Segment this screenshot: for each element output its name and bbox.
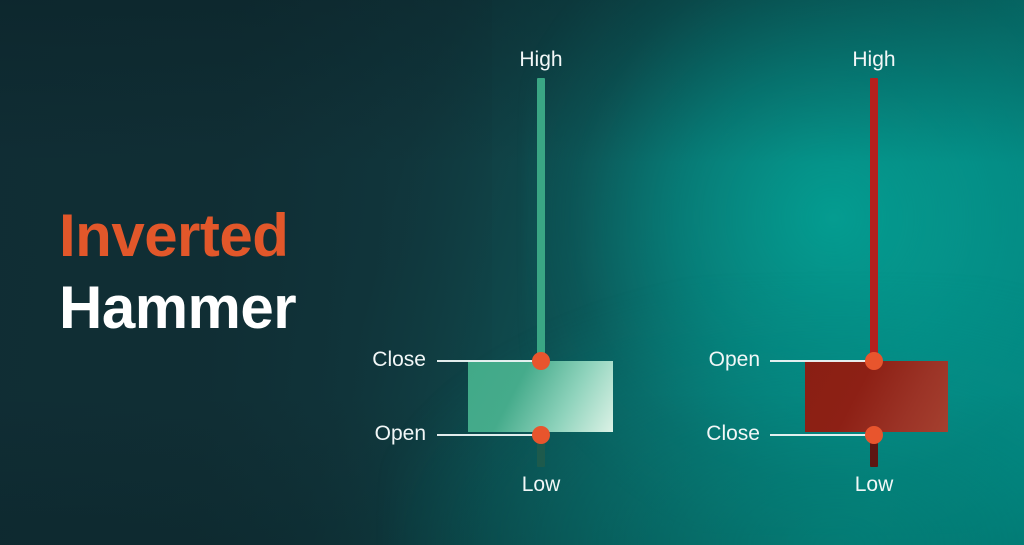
title-line-inverted: Inverted [59, 202, 289, 269]
bearish-upper-wick [870, 78, 878, 363]
bullish-close-label: Close [372, 348, 426, 371]
bearish-close-label: Close [706, 422, 760, 445]
bearish-close-leader-line [770, 434, 874, 436]
bullish-open-marker-dot [532, 426, 550, 444]
bullish-close-leader-line [437, 360, 541, 362]
bearish-lower-wick [870, 430, 878, 467]
bearish-low-label: Low [854, 473, 894, 496]
page-title: Inverted Hammer [59, 202, 297, 341]
bearish-open-label: Open [708, 348, 760, 371]
bullish-upper-wick [537, 78, 545, 363]
bullish-high-label: High [519, 48, 563, 71]
bearish-candle-body [805, 361, 948, 432]
bullish-low-label: Low [521, 473, 561, 496]
bearish-open-leader-line [770, 360, 874, 362]
bullish-open-label: Open [374, 422, 426, 445]
title-line-hammer: Hammer [59, 274, 297, 341]
bullish-open-leader-line [437, 434, 541, 436]
bullish-lower-wick [537, 430, 545, 467]
bullish-candle-body [468, 361, 613, 432]
bearish-open-marker-dot [865, 352, 883, 370]
bearish-close-marker-dot [865, 426, 883, 444]
bearish-high-label: High [852, 48, 896, 71]
bullish-close-marker-dot [532, 352, 550, 370]
